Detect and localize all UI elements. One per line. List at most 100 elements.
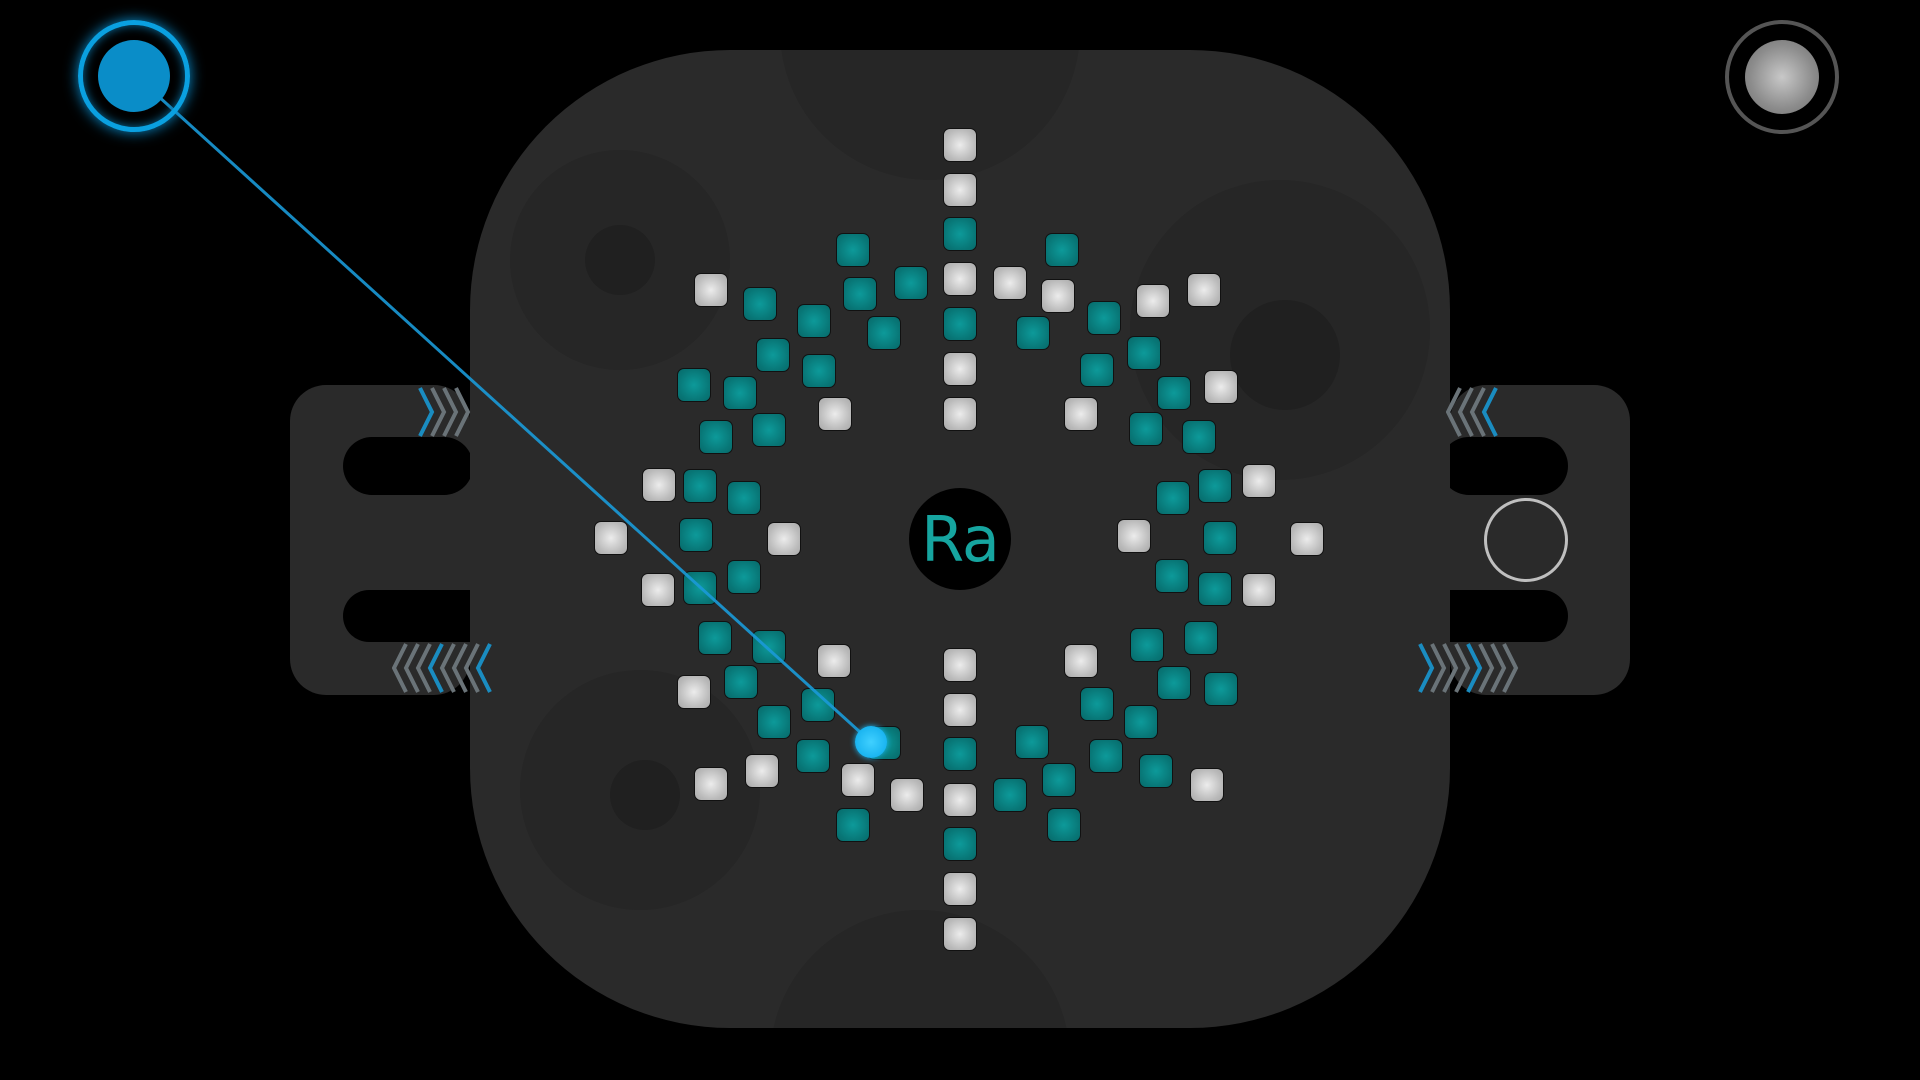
teal-tile[interactable]	[1015, 725, 1049, 759]
teal-tile[interactable]	[698, 621, 732, 655]
teal-tile[interactable]	[727, 481, 761, 515]
teal-tile[interactable]	[1130, 628, 1164, 662]
teal-tile[interactable]	[723, 376, 757, 410]
teal-tile[interactable]	[843, 277, 877, 311]
teal-tile[interactable]	[797, 304, 831, 338]
gray-tile[interactable]	[1242, 573, 1276, 607]
beam-endpoint-dot[interactable]	[855, 726, 887, 758]
teal-tile[interactable]	[1198, 572, 1232, 606]
chevron-left-icon	[1446, 387, 1498, 437]
gray-tile[interactable]	[1136, 284, 1170, 318]
teal-tile[interactable]	[1203, 521, 1237, 555]
gray-tile[interactable]	[1117, 519, 1151, 553]
opponent-orb-button[interactable]	[1725, 20, 1839, 134]
gray-tile[interactable]	[1242, 464, 1276, 498]
gray-tile[interactable]	[943, 872, 977, 906]
gray-tile[interactable]	[817, 644, 851, 678]
gray-tile[interactable]	[943, 917, 977, 951]
left-handle	[290, 385, 523, 695]
gray-tile[interactable]	[1041, 279, 1075, 313]
gray-tile[interactable]	[943, 352, 977, 386]
teal-tile[interactable]	[802, 354, 836, 388]
teal-tile[interactable]	[796, 739, 830, 773]
teal-tile[interactable]	[756, 338, 790, 372]
teal-tile[interactable]	[1047, 808, 1081, 842]
teal-tile[interactable]	[1198, 469, 1232, 503]
teal-tile[interactable]	[943, 827, 977, 861]
gray-tile[interactable]	[745, 754, 779, 788]
teal-tile[interactable]	[1204, 672, 1238, 706]
teal-tile[interactable]	[1042, 763, 1076, 797]
teal-tile[interactable]	[752, 413, 786, 447]
teal-tile[interactable]	[679, 518, 713, 552]
gray-tile[interactable]	[594, 521, 628, 555]
teal-tile[interactable]	[867, 316, 901, 350]
left-chevrons-bottom	[392, 642, 502, 694]
teal-tile[interactable]	[727, 560, 761, 594]
teal-tile[interactable]	[836, 808, 870, 842]
teal-tile[interactable]	[1182, 420, 1216, 454]
gray-tile[interactable]	[1190, 768, 1224, 802]
teal-tile[interactable]	[1127, 336, 1161, 370]
teal-tile[interactable]	[1139, 754, 1173, 788]
gray-tile[interactable]	[1187, 273, 1221, 307]
teal-tile[interactable]	[699, 420, 733, 454]
teal-tile[interactable]	[1124, 705, 1158, 739]
teal-tile[interactable]	[743, 287, 777, 321]
gray-tile[interactable]	[943, 173, 977, 207]
gear-hub	[1230, 300, 1340, 410]
gray-tile[interactable]	[943, 783, 977, 817]
left-handle-slot-top	[343, 437, 473, 495]
teal-tile[interactable]	[894, 266, 928, 300]
teal-tile[interactable]	[1155, 559, 1189, 593]
player-orb-button[interactable]	[78, 20, 190, 132]
gray-tile[interactable]	[943, 397, 977, 431]
teal-tile[interactable]	[757, 705, 791, 739]
gray-tile[interactable]	[943, 262, 977, 296]
teal-tile[interactable]	[943, 737, 977, 771]
gray-tile[interactable]	[1290, 522, 1324, 556]
gray-tile[interactable]	[1204, 370, 1238, 404]
teal-tile[interactable]	[1045, 233, 1079, 267]
teal-tile[interactable]	[1080, 353, 1114, 387]
gray-tile[interactable]	[943, 128, 977, 162]
element-symbol: Ra	[921, 502, 1000, 576]
teal-tile[interactable]	[1087, 301, 1121, 335]
teal-tile[interactable]	[724, 665, 758, 699]
teal-tile[interactable]	[1156, 481, 1190, 515]
gray-tile[interactable]	[818, 397, 852, 431]
teal-tile[interactable]	[993, 778, 1027, 812]
chevron-right-icon	[1418, 643, 1519, 693]
teal-tile[interactable]	[943, 307, 977, 341]
teal-tile[interactable]	[677, 368, 711, 402]
gray-tile[interactable]	[993, 266, 1027, 300]
element-core: Ra	[909, 488, 1011, 590]
teal-tile[interactable]	[1157, 376, 1191, 410]
gray-tile[interactable]	[694, 273, 728, 307]
gray-tile[interactable]	[677, 675, 711, 709]
teal-tile[interactable]	[683, 469, 717, 503]
gray-tile[interactable]	[1064, 397, 1098, 431]
right-handle	[1400, 385, 1630, 695]
teal-tile[interactable]	[1016, 316, 1050, 350]
teal-tile[interactable]	[1184, 621, 1218, 655]
teal-tile[interactable]	[1080, 687, 1114, 721]
gray-tile[interactable]	[642, 468, 676, 502]
teal-tile[interactable]	[836, 233, 870, 267]
teal-tile[interactable]	[1089, 739, 1123, 773]
blue-orb-icon	[98, 40, 170, 112]
target-ring[interactable]	[1484, 498, 1568, 582]
teal-tile[interactable]	[1129, 412, 1163, 446]
chevron-right-icon	[418, 387, 471, 437]
gray-tile[interactable]	[767, 522, 801, 556]
gray-tile[interactable]	[890, 778, 924, 812]
gray-tile[interactable]	[641, 573, 675, 607]
gray-tile[interactable]	[1064, 644, 1098, 678]
gray-tile[interactable]	[694, 767, 728, 801]
teal-tile[interactable]	[943, 217, 977, 251]
gray-tile[interactable]	[943, 648, 977, 682]
teal-tile[interactable]	[1157, 666, 1191, 700]
gray-tile[interactable]	[841, 763, 875, 797]
gray-tile[interactable]	[943, 693, 977, 727]
